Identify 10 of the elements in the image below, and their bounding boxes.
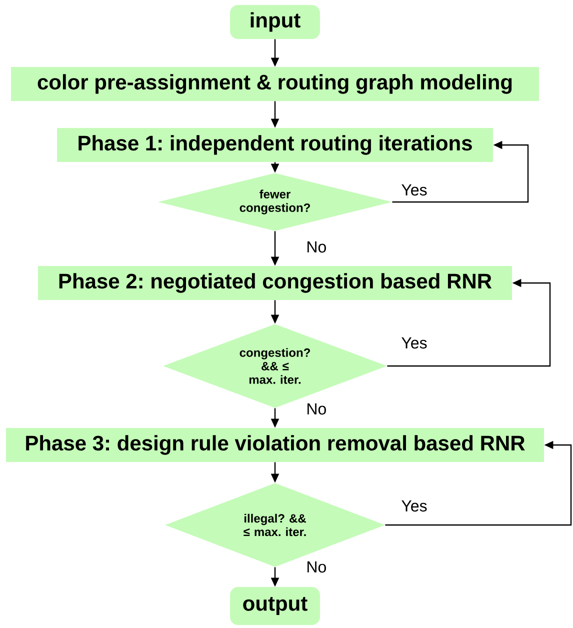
process-box: Phase 3: design rule violation removal based RNR (6, 428, 544, 462)
terminal-box: output (230, 587, 320, 625)
terminal-box: input (230, 5, 320, 39)
edge-label: Yes (400, 499, 428, 513)
edge-label: Yes (400, 183, 428, 197)
process-box: Phase 1: independent routing iterations (57, 128, 493, 162)
process-box: color pre-assignment & routing graph modeling (11, 67, 539, 101)
edge-label: Yes (400, 336, 428, 350)
edge-label: No (305, 240, 328, 254)
process-box: Phase 2: negotiated congestion based RNR (38, 266, 512, 300)
